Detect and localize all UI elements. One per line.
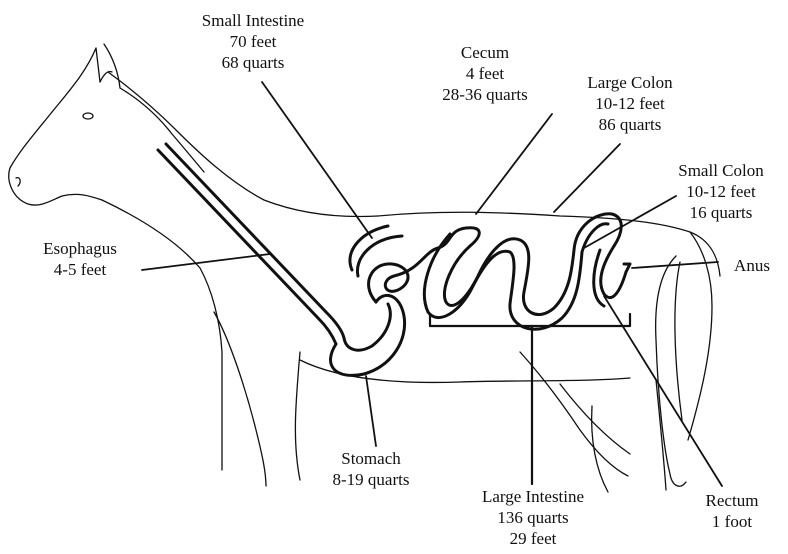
small-intestine-name: Small Intestine	[178, 10, 328, 31]
small-intestine-volume: 68 quarts	[178, 52, 328, 73]
cecum-volume: 28-36 quarts	[410, 84, 560, 105]
large-colon-name: Large Colon	[555, 72, 705, 93]
small-colon-volume: 16 quarts	[656, 202, 786, 223]
small-intestine-length: 70 feet	[178, 31, 328, 52]
small-colon-name: Small Colon	[656, 160, 786, 181]
small-colon-length: 10-12 feet	[656, 181, 786, 202]
anus-label: Anus	[722, 255, 782, 276]
large-intestine-bracket	[430, 314, 630, 484]
cecum-name: Cecum	[410, 42, 560, 63]
rectum-label: Rectum 1 foot	[682, 490, 782, 532]
large-colon-volume: 86 quarts	[555, 114, 705, 135]
rectum-length: 1 foot	[682, 511, 782, 532]
esophagus-name: Esophagus	[20, 238, 140, 259]
large-intestine-name: Large Intestine	[448, 486, 618, 507]
stomach-volume: 8-19 quarts	[296, 469, 446, 490]
stomach-label: Stomach 8-19 quarts	[296, 448, 446, 490]
cecum-label: Cecum 4 feet 28-36 quarts	[410, 42, 560, 105]
large-intestine-length: 29 feet	[448, 528, 618, 549]
large-colon-label: Large Colon 10-12 feet 86 quarts	[555, 72, 705, 135]
small-intestine-label: Small Intestine 70 feet 68 quarts	[178, 10, 328, 73]
anus-name: Anus	[722, 255, 782, 276]
small-colon-label: Small Colon 10-12 feet 16 quarts	[656, 160, 786, 223]
large-colon-length: 10-12 feet	[555, 93, 705, 114]
leader-lines	[142, 82, 722, 486]
large-intestine-volume: 136 quarts	[448, 507, 618, 528]
esophagus-length: 4-5 feet	[20, 259, 140, 280]
cecum-length: 4 feet	[410, 63, 560, 84]
rectum-name: Rectum	[682, 490, 782, 511]
stomach-name: Stomach	[296, 448, 446, 469]
esophagus-label: Esophagus 4-5 feet	[20, 238, 140, 280]
large-intestine-label: Large Intestine 136 quarts 29 feet	[448, 486, 618, 549]
